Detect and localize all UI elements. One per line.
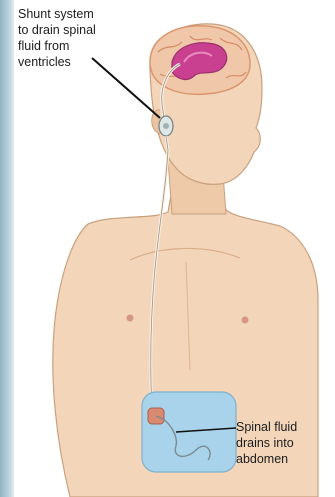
right-nipple (242, 317, 249, 324)
abdomen-label: Spinal fluid drains into abdomen (236, 419, 335, 467)
shunt-system-label: Shunt system to drain spinal fluid from … (18, 6, 148, 70)
left-nipple (127, 315, 134, 322)
shunt-valve-center (163, 123, 169, 129)
abdomen-cavity (142, 392, 236, 472)
